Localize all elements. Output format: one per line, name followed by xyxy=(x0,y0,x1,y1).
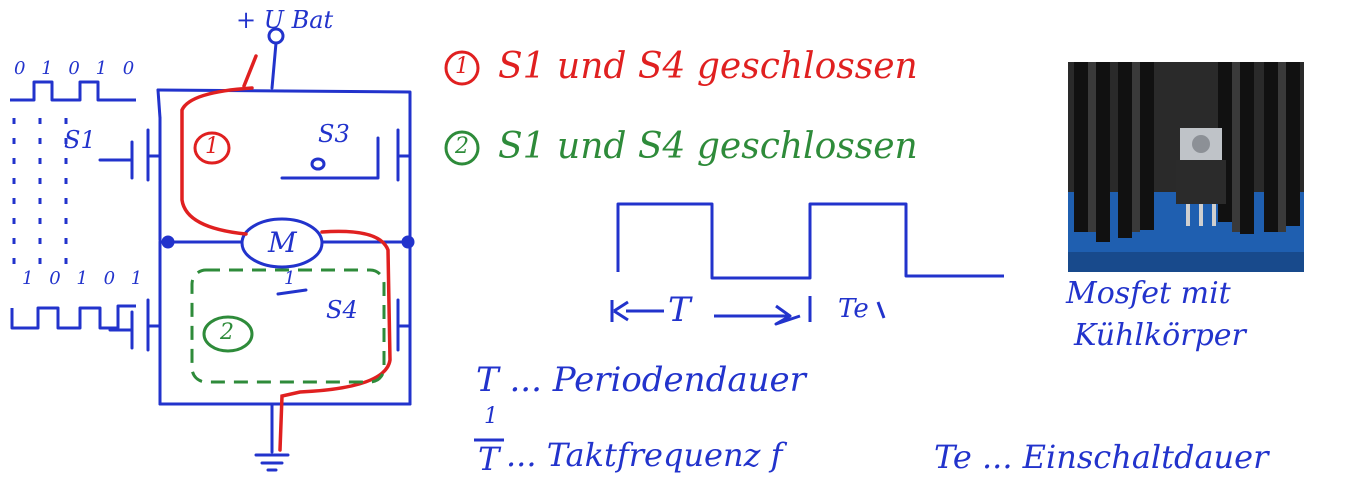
pwm-waveform xyxy=(610,202,1004,326)
bit: 0 xyxy=(68,58,80,79)
mosfet-photo xyxy=(1068,62,1304,272)
on-time-label: Te xyxy=(838,294,869,324)
s2-pulse-signal xyxy=(10,304,136,330)
photo-caption-line2: Kühlkörper xyxy=(1074,318,1246,353)
legend-2-number: 2 xyxy=(455,134,469,159)
s1-label: S1 xyxy=(64,126,96,154)
current-path-2 xyxy=(190,268,386,384)
bit: 0 xyxy=(14,58,26,79)
path1-marker: 1 xyxy=(205,134,219,159)
s4-state: 1 xyxy=(284,268,296,289)
legend-1-number: 1 xyxy=(455,54,469,79)
bit: 0 xyxy=(49,268,61,289)
bit: 0 xyxy=(122,58,135,79)
definition-frequency: ... Taktfrequenz f xyxy=(506,436,783,474)
bit: 1 xyxy=(95,58,108,79)
definition-period: T ... Periodendauer xyxy=(476,360,806,400)
supply-label: + U Bat xyxy=(236,6,334,34)
definition-frequency-numerator: 1 xyxy=(484,404,498,429)
motor-symbol xyxy=(240,217,324,269)
ground-symbol xyxy=(254,453,290,472)
legend-2-text: S1 und S4 geschlossen xyxy=(498,126,918,167)
path2-marker: 2 xyxy=(220,320,234,345)
period-label: T xyxy=(668,290,691,330)
definition-on-time: Te ... Einschaltdauer xyxy=(934,438,1269,476)
s3-label: S3 xyxy=(318,120,350,148)
s2-bit-pattern: 1 0 1 0 1 xyxy=(22,268,142,289)
photo-caption-line1: Mosfet mit xyxy=(1066,276,1231,311)
motor-label: M xyxy=(268,226,297,259)
bit: 1 xyxy=(76,268,88,289)
s1-pulse-signal xyxy=(10,80,136,270)
h-bridge-circuit xyxy=(98,27,415,472)
definition-frequency-denominator: T xyxy=(478,440,500,478)
legend-1-text: S1 und S4 geschlossen xyxy=(498,46,918,87)
bit: 1 xyxy=(22,268,34,289)
current-path-1 xyxy=(180,54,392,452)
s4-label: S4 xyxy=(326,296,358,324)
bit: 1 xyxy=(41,58,53,79)
mosfet-image xyxy=(1068,62,1304,272)
bit: 1 xyxy=(130,268,143,289)
bit: 0 xyxy=(103,268,116,289)
s1-bit-pattern: 0 1 0 1 0 xyxy=(14,58,134,79)
